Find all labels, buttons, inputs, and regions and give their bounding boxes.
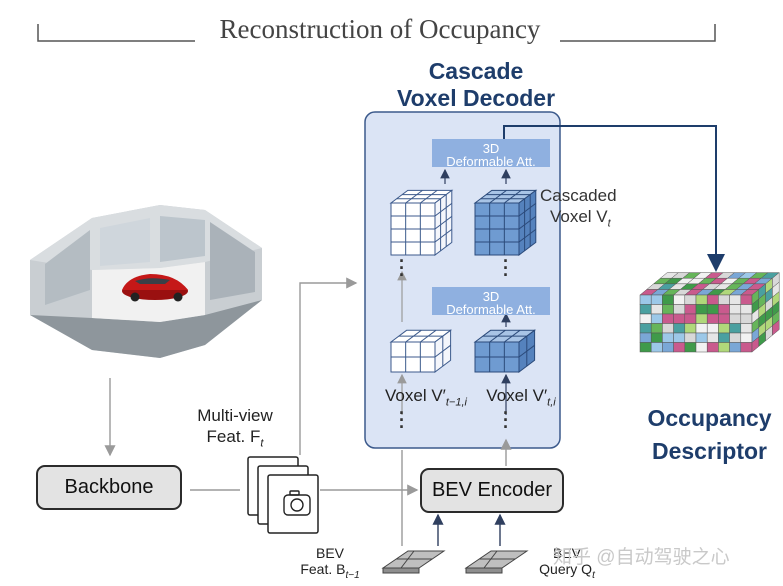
bev-feat-sub: t−1 — [345, 569, 360, 581]
dots-left-upper: ··· — [399, 251, 405, 285]
bev-feat-line1: BEV — [315, 545, 344, 561]
bev-query-text: Query Q — [539, 561, 593, 577]
cascaded-label-line2: Voxel Vt — [540, 206, 630, 234]
voxel-grid-curr-lower — [473, 329, 537, 374]
bev-query-line1: BEV — [552, 545, 581, 561]
bev-feat-label: BEV Feat. Bt−1 — [290, 545, 370, 584]
multiview-line2: Feat. Ft — [180, 426, 290, 454]
attention-top-line2: Deformable Att. — [446, 154, 536, 169]
deformable-attention-top: 3D Deformable Att. — [432, 139, 550, 169]
cascaded-sub: t — [607, 217, 611, 230]
bev-query-label: BEV Query Qt — [527, 545, 607, 584]
decoder-title: Cascade Voxel Decoder — [360, 58, 592, 112]
occupancy-line1: Occupancy — [647, 405, 772, 431]
attention-bottom-line2: Deformable Att. — [446, 302, 536, 317]
dots-left-lower: ··· — [399, 403, 405, 437]
bev-query-sub: t — [592, 569, 595, 581]
attention-bottom-line1: 3D — [482, 289, 500, 304]
attention-top-line1: 3D — [482, 141, 500, 156]
voxel-prev-text: Voxel V′ — [385, 386, 446, 405]
cascaded-voxel-label: Cascaded Voxel Vt — [540, 185, 630, 234]
voxel-curr-sub: t,i — [547, 396, 556, 409]
bev-feat-text: Feat. B — [300, 561, 346, 577]
dots-right-lower: ··· — [503, 403, 509, 437]
bev-encoder-box: BEV Encoder — [420, 468, 564, 513]
decoder-title-line2: Voxel Decoder — [396, 85, 556, 111]
multiview-feat-label: Multi-view Feat. Ft — [180, 405, 290, 454]
bev-query-line2: Query Qt — [527, 561, 607, 584]
page-title: Reconstruction of Occupancy — [219, 14, 541, 44]
cascaded-label-line1: Cascaded — [540, 186, 617, 205]
feat-to-decoder-arrow — [299, 277, 358, 455]
surround-view-image — [30, 205, 262, 358]
voxel-curr-label: Voxel V′t,i — [480, 385, 562, 413]
multiview-feature-stack — [247, 456, 319, 534]
car-image — [122, 274, 188, 302]
decoder-to-occupancy-arrow — [503, 125, 725, 272]
multiview-line1: Multi-view — [197, 406, 273, 425]
title-bracket — [37, 24, 716, 42]
occupancy-line2: Descriptor — [651, 438, 768, 464]
deformable-attention-bottom: 3D Deformable Att. — [432, 287, 550, 317]
bev-feat-plate — [381, 550, 446, 574]
voxel-grid-prev-lower — [389, 329, 453, 374]
voxel-grid-curr-upper — [473, 189, 538, 257]
backbone-box: Backbone — [36, 465, 182, 510]
voxel-grid-prev-upper — [389, 189, 454, 257]
bev-feat-line2: Feat. Bt−1 — [290, 561, 370, 584]
cascaded-symbol: Voxel V — [550, 207, 608, 226]
multiview-sub: t — [260, 437, 264, 450]
occupancy-descriptor-label: Occupancy Descriptor — [622, 402, 783, 468]
dots-right-upper: ··· — [503, 251, 509, 285]
voxel-prev-sub: t−1,i — [445, 396, 467, 409]
camera-icon — [283, 490, 311, 516]
watermark: 知乎 @自动驾驶之心 — [553, 547, 730, 568]
multiview-feat-text: Feat. F — [206, 427, 261, 446]
voxel-curr-text: Voxel V′ — [486, 386, 548, 405]
occupancy-voxel-cube — [639, 272, 780, 353]
voxel-prev-label: Voxel V′t−1,i — [376, 385, 476, 413]
bev-query-plate — [464, 550, 529, 574]
decoder-title-line1: Cascade — [428, 58, 524, 84]
